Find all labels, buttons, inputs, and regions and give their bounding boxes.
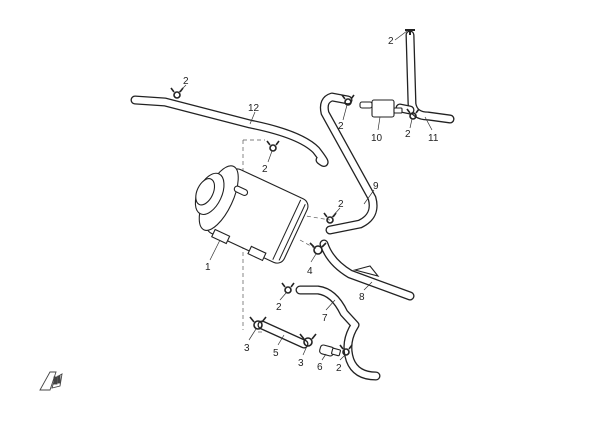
clip-icon[interactable] — [323, 212, 337, 224]
callout-4: 4 — [307, 266, 313, 277]
callout-2: 2 — [338, 121, 344, 132]
leader-lines — [178, 30, 433, 361]
clip-icon[interactable] — [281, 282, 295, 294]
hose-12[interactable] — [130, 95, 329, 167]
callout-2: 2 — [405, 129, 411, 140]
callout-labels: 2 2 12 2 10 2 11 2 9 2 1 4 8 2 7 3 5 3 6… — [183, 36, 439, 374]
hose-clips — [170, 29, 420, 356]
hose-7[interactable] — [295, 285, 381, 381]
hose-5[interactable] — [257, 320, 309, 349]
callout-12: 12 — [248, 103, 260, 114]
callout-3: 3 — [298, 358, 304, 369]
callout-3: 3 — [244, 343, 250, 354]
callout-2: 2 — [276, 302, 282, 313]
front-direction-arrow-icon — [39, 371, 63, 391]
callout-9: 9 — [373, 181, 379, 192]
clip-icon[interactable] — [299, 333, 317, 347]
clip-icon[interactable] — [341, 94, 355, 106]
callout-2: 2 — [336, 363, 342, 374]
callout-2: 2 — [262, 164, 268, 175]
clip-icon[interactable] — [266, 140, 280, 152]
connector-part-6[interactable] — [319, 344, 341, 357]
callout-10: 10 — [371, 133, 383, 144]
callout-7: 7 — [322, 313, 328, 324]
callout-8: 8 — [359, 292, 365, 303]
callout-2: 2 — [338, 199, 344, 210]
callout-5: 5 — [273, 348, 279, 359]
clip-icon[interactable] — [309, 242, 327, 255]
canister-part-1[interactable] — [182, 157, 311, 269]
clip-icon[interactable] — [249, 316, 267, 330]
hose-9[interactable] — [319, 92, 378, 235]
callout-2: 2 — [388, 36, 394, 47]
clip-icon[interactable] — [406, 108, 420, 120]
clip-icon[interactable] — [339, 344, 353, 356]
hose-8[interactable] — [319, 239, 415, 301]
callout-6: 6 — [317, 362, 323, 373]
valve-part-10[interactable] — [359, 99, 403, 118]
callout-2: 2 — [183, 76, 189, 87]
callout-11: 11 — [428, 133, 439, 144]
callout-1: 1 — [205, 262, 211, 273]
hose-11[interactable] — [395, 30, 455, 124]
